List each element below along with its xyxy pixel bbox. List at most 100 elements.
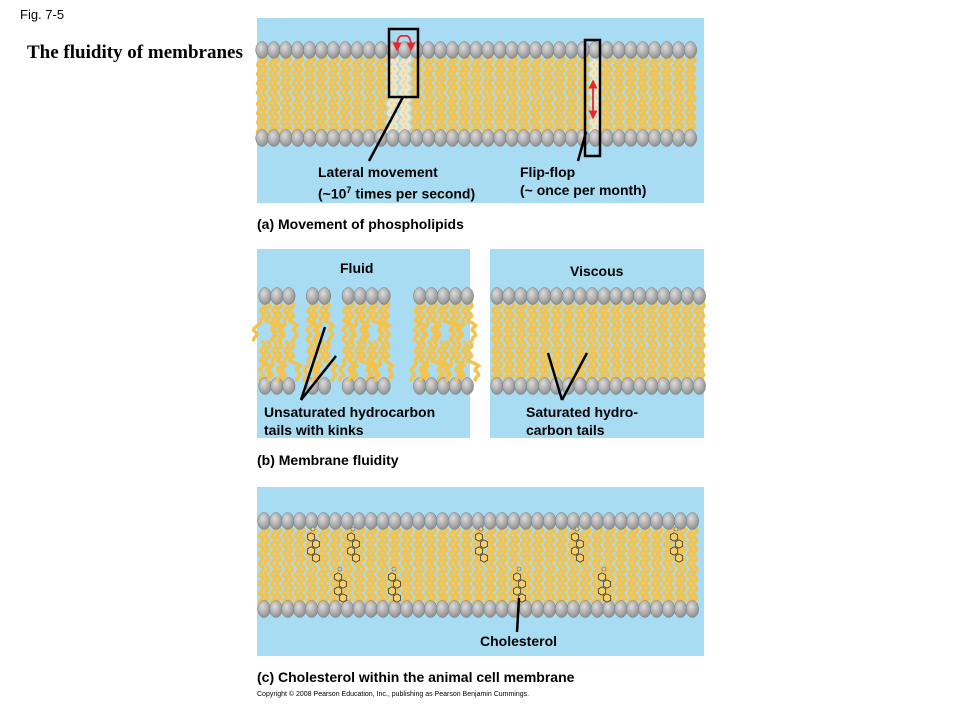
- lipid-tail: [353, 564, 361, 605]
- cholesterol-molecule: [670, 526, 683, 563]
- phospholipid-head: [400, 600, 414, 618]
- phospholipid-head: [554, 600, 569, 618]
- lipid-tail: [351, 93, 359, 134]
- phospholipid-head: [270, 287, 284, 305]
- phospholipid-head: [648, 41, 662, 59]
- phospholipid-head: [376, 600, 390, 618]
- phospholipid-head: [493, 129, 507, 147]
- lipid-tail: [633, 300, 641, 342]
- lipid-tail: [531, 340, 540, 382]
- lipid-tail: [281, 525, 289, 566]
- phospholipid-head: [526, 377, 540, 395]
- phospholipid-head: [612, 41, 626, 59]
- lipid-tail: [609, 340, 618, 382]
- lipid-tail: [472, 564, 480, 605]
- lipid-tail: [543, 564, 551, 605]
- lipid-tail: [662, 564, 670, 605]
- phospholipid-head: [517, 129, 531, 147]
- lipid-tail: [403, 93, 412, 134]
- phospholipid-head: [352, 512, 366, 530]
- phospholipid-head: [507, 512, 521, 530]
- lipid-tail: [481, 93, 490, 134]
- phospholipid-head: [538, 287, 552, 305]
- phospholipid-head: [517, 41, 531, 59]
- lipid-tail: [629, 93, 638, 134]
- lipid-tail: [529, 54, 537, 95]
- phospholipid-head: [362, 41, 376, 59]
- lipid-tail: [472, 525, 480, 566]
- lipid-tail: [550, 300, 558, 342]
- lipid-tail: [475, 54, 483, 95]
- cholesterol-label: Cholesterol: [480, 633, 558, 649]
- cholesterol-molecule: [474, 526, 489, 563]
- phospholipid-head: [614, 512, 628, 530]
- phospholipid-head: [502, 377, 516, 395]
- lipid-tail: [347, 340, 360, 382]
- lipid-tail: [417, 564, 426, 605]
- lipid-tail: [305, 525, 313, 566]
- lipid-tail: [653, 93, 662, 134]
- lipid-tail: [460, 564, 468, 605]
- lipid-tail: [499, 54, 507, 95]
- lipid-tail: [541, 93, 549, 134]
- phospholipid-head: [291, 129, 305, 147]
- lipid-tail: [257, 525, 266, 566]
- phospholipid-head: [422, 41, 436, 59]
- phospholipid-head: [457, 41, 471, 59]
- lipid-tail: [641, 54, 650, 95]
- phospholipid-head: [316, 512, 331, 530]
- phospholipid-head: [328, 512, 342, 530]
- lipid-tail: [674, 564, 682, 605]
- phospholipid-head: [573, 287, 587, 305]
- lipid-tail: [275, 340, 290, 382]
- lipid-tail: [341, 525, 349, 566]
- lipid-tail: [586, 340, 594, 382]
- lipid-tail: [615, 300, 623, 342]
- lipid-tail: [674, 340, 682, 382]
- lipid-tail: [565, 54, 573, 95]
- lipid-tail: [536, 564, 545, 605]
- lipid-tail: [603, 340, 611, 382]
- phospholipid-head: [314, 41, 329, 59]
- lipid-tail: [489, 564, 497, 605]
- phospholipid-head: [425, 287, 439, 305]
- lipid-tail: [638, 564, 646, 605]
- phospholipid-head: [445, 41, 459, 59]
- lipid-tail: [681, 300, 689, 342]
- phospholipid-head: [326, 41, 340, 59]
- phospholipid-head: [412, 600, 426, 618]
- phospholipid-head: [529, 41, 543, 59]
- unsaturated-line1: Unsaturated hydrocarbon: [264, 404, 436, 420]
- lipid-tail: [338, 340, 350, 382]
- panel-b-viscous-bilayer: [490, 287, 706, 395]
- flip-flop-pointer-line: [576, 131, 588, 162]
- lipid-tail: [493, 54, 502, 95]
- cholesterol-pointer-line: [515, 597, 521, 633]
- lipid-tail: [403, 54, 412, 95]
- lipid-tail: [424, 525, 432, 566]
- lipid-tail: [368, 93, 376, 134]
- phospholipid-head: [255, 129, 269, 147]
- phospholipid-head: [576, 41, 590, 59]
- lipid-tail: [514, 340, 522, 382]
- lipid-tail: [502, 340, 511, 382]
- lipid-tail: [364, 564, 373, 605]
- lipid-tail: [445, 340, 457, 382]
- lipid-tail: [347, 340, 362, 382]
- lateral-movement-box: [387, 27, 420, 99]
- phospholipid-head: [303, 129, 317, 147]
- lipid-tail: [548, 525, 556, 566]
- lipid-tail: [517, 54, 525, 95]
- phospholipid-head: [303, 41, 317, 59]
- phospholipid-head: [400, 512, 414, 530]
- lipid-tail: [586, 300, 594, 342]
- lipid-tail: [560, 564, 568, 605]
- lipid-tail: [584, 525, 592, 566]
- lipid-tail: [368, 54, 376, 95]
- panel-c-bilayer: [257, 512, 699, 618]
- lipid-tail: [275, 340, 288, 382]
- lipid-tail: [305, 300, 319, 342]
- phospholipid-head: [685, 600, 699, 618]
- lipid-tail: [579, 340, 587, 382]
- lipid-tail: [339, 93, 347, 134]
